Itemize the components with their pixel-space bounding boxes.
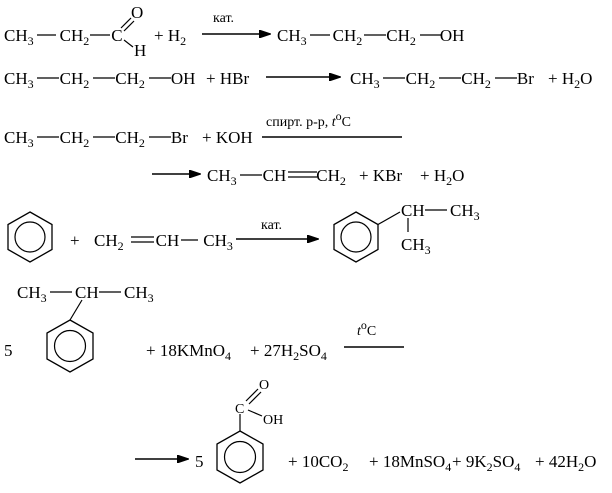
r5-co-bond-a — [245, 388, 259, 402]
r5-co-bond-b — [248, 391, 262, 405]
r5-top-ch3-right: CH3 — [124, 283, 154, 305]
r1-ch-bond — [123, 39, 134, 48]
r4-product-ch3-down: CH3 — [401, 235, 431, 257]
r4-product-benzene-ring — [333, 211, 379, 263]
r5-benzoic-ring — [216, 430, 264, 484]
r5-k2so4: + 9K2SO4 — [452, 452, 520, 474]
r1-condition: кат. — [213, 11, 234, 26]
r1-o-label: O — [131, 3, 143, 22]
r5-co2: + 10CO2 — [288, 452, 348, 474]
r5-c-oh-bond — [247, 409, 263, 417]
r3-plus-h2o: + H2O — [420, 166, 464, 188]
r1-co-bond-b — [123, 20, 135, 32]
r5-kmno4: + 18KMnO4 — [146, 341, 231, 363]
r5-carboxyl-oh: OH — [263, 413, 283, 428]
reaction-5: CH3 CH CH3 5 + 18KMnO4 + 27H2SO4 toC 5 C… — [4, 283, 596, 484]
r5-top-ch: CH — [75, 283, 99, 302]
r4-product-ch: CH — [401, 201, 425, 220]
r5-top-ch3-left: CH3 — [17, 283, 47, 305]
r4-product-ch3-right: CH3 — [450, 201, 480, 223]
r5-h2so4: + 27H2SO4 — [250, 341, 327, 363]
r5-cumene-ring — [46, 319, 94, 373]
r3-condition: спирт. р-р, toC — [266, 109, 351, 130]
r5-mnso4: + 18MnSO4 — [369, 452, 451, 474]
r4-ring-ch-bond — [377, 211, 401, 226]
r3-plus-kbr: + KBr — [359, 166, 402, 185]
r4-benzene-ring — [7, 211, 53, 263]
r3-plus-koh: + KOH — [202, 128, 253, 147]
r5-product-coef: 5 — [195, 452, 204, 471]
r5-ch-ring-bond — [69, 299, 83, 321]
r1-plus-h2: + H2 — [154, 26, 186, 48]
r5-condition: toC — [357, 318, 376, 339]
r2-plus-hbr: + HBr — [206, 69, 249, 88]
r4-plus: + — [70, 231, 80, 250]
r5-carboxyl-c: C — [235, 402, 244, 417]
r2-plus-h2o: + H2O — [548, 69, 592, 91]
r5-carboxyl-o: O — [259, 378, 269, 393]
r1-h-label: H — [134, 41, 146, 60]
r4-condition: кат. — [261, 218, 282, 233]
r5-h2o: + 42H2O — [535, 452, 596, 474]
r1-co-bond-a — [120, 17, 132, 29]
r5-coef: 5 — [4, 341, 13, 360]
